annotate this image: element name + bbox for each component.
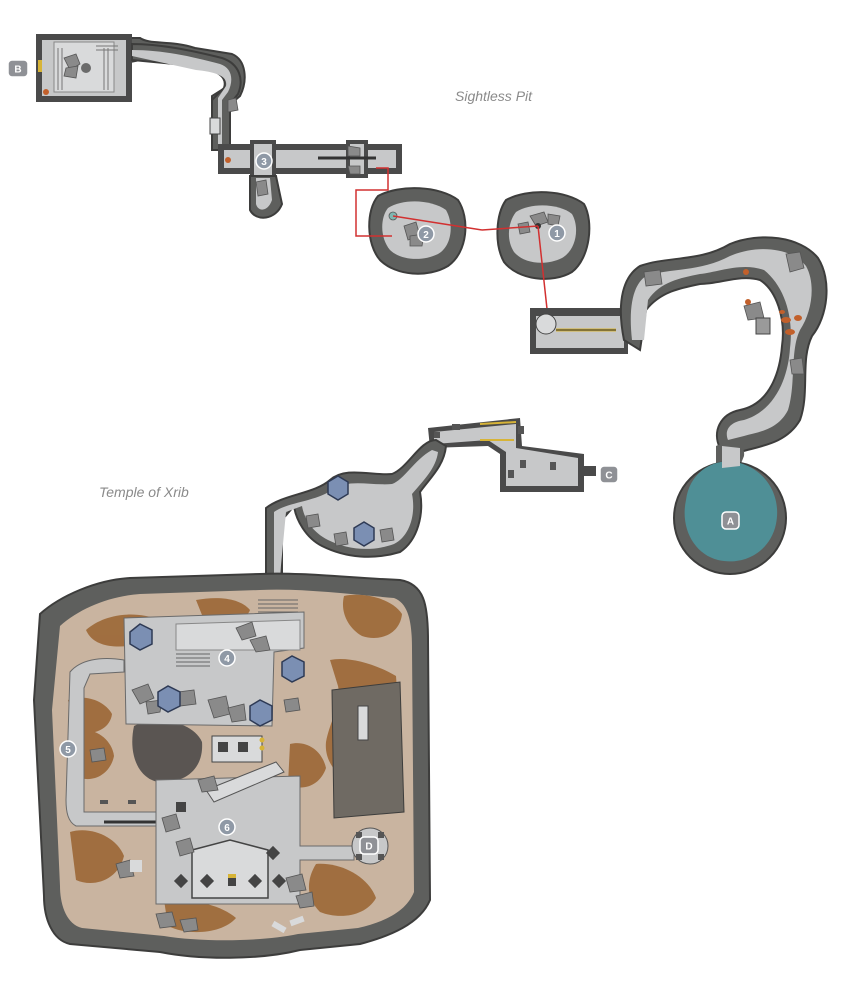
area-label-sightless-pit: Sightless Pit: [455, 88, 533, 104]
svg-text:A: A: [727, 517, 734, 528]
marker-b[interactable]: B: [7, 59, 29, 78]
room-1-cave: [496, 191, 591, 280]
svg-text:C: C: [605, 471, 612, 482]
marker-5[interactable]: 5: [59, 740, 77, 758]
east-passage: [530, 236, 828, 454]
svg-text:4: 4: [224, 654, 230, 665]
svg-text:2: 2: [423, 230, 429, 241]
room-c-passage: [428, 418, 596, 492]
marker-4[interactable]: 4: [218, 649, 236, 667]
area-label-temple-of-xrib: Temple of Xrib: [99, 484, 189, 500]
marker-2[interactable]: 2: [417, 225, 435, 243]
mid-cave: [265, 438, 448, 581]
marker-a[interactable]: A: [721, 511, 740, 530]
room-3-corridor: [218, 140, 402, 219]
marker-1[interactable]: 1: [548, 224, 566, 242]
corridor-b-to-3: [131, 42, 242, 151]
temple-of-xrib: [32, 572, 432, 959]
svg-text:6: 6: [224, 823, 230, 834]
marker-d[interactable]: D: [359, 836, 379, 855]
svg-text:1: 1: [554, 229, 560, 240]
red-route-path: [355, 167, 549, 319]
room-2-cave: [368, 187, 467, 275]
marker-6[interactable]: 6: [218, 818, 236, 836]
svg-text:D: D: [365, 842, 372, 853]
marker-c[interactable]: C: [599, 465, 619, 484]
svg-text:3: 3: [261, 157, 267, 168]
marker-3[interactable]: 3: [255, 152, 273, 170]
svg-text:B: B: [14, 65, 21, 76]
svg-text:5: 5: [65, 745, 71, 756]
water-pool-a: [673, 442, 787, 575]
